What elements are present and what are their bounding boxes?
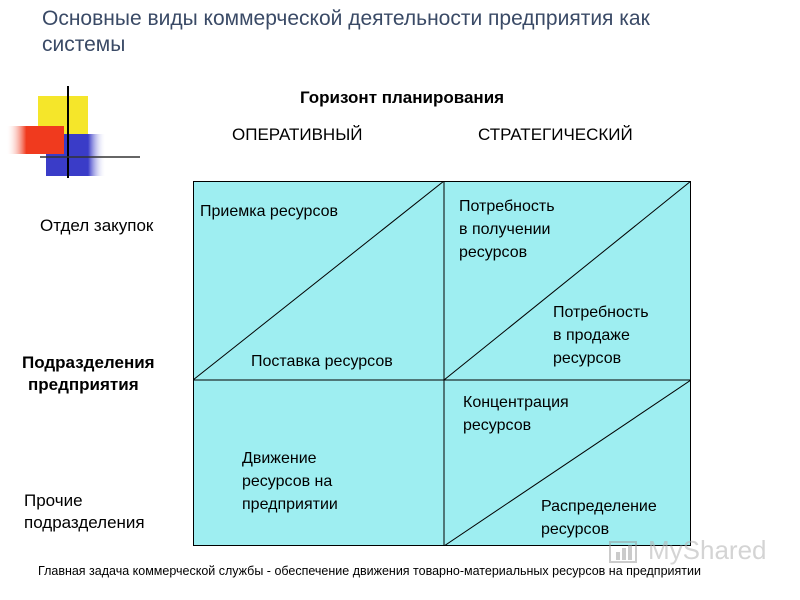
cell-concentration-line: Концентрация	[463, 394, 569, 411]
row-label-divisions: Подразделения предприятия	[22, 352, 155, 396]
row-label-divisions-line2: предприятия	[28, 375, 139, 394]
matrix-grid	[193, 181, 691, 546]
cell-need-obtaining-line: ресурсов	[459, 244, 528, 261]
matrix-background	[193, 181, 691, 546]
diagonal-top-right	[443, 181, 691, 381]
cell-need-obtaining-line: Потребность	[459, 198, 555, 215]
cell-distribution-line: Распределение	[541, 498, 657, 515]
cell-movement: Движение ресурсов на предприятии	[242, 447, 338, 516]
column-header-strategic: СТРАТЕГИЧЕСКИЙ	[478, 125, 633, 144]
cell-delivery-line: Поставка ресурсов	[251, 353, 393, 370]
page-title: Основные виды коммерческой деятельности …	[42, 7, 650, 56]
cell-delivery: Поставка ресурсов	[251, 350, 393, 373]
cell-concentration: Концентрация ресурсов	[463, 391, 569, 437]
row-label-other-line2: подразделения	[24, 513, 145, 532]
row-label-other-line1: Прочие	[24, 491, 83, 510]
cell-distribution: Распределение ресурсов	[541, 495, 657, 541]
cell-distribution-line: ресурсов	[541, 521, 610, 538]
row-label-purchasing: Отдел закупок	[40, 216, 154, 235]
watermark-logo-icon	[609, 541, 637, 563]
cell-acceptance: Приемка ресурсов	[200, 200, 338, 223]
cell-movement-line: предприятии	[242, 496, 338, 513]
cell-concentration-line: ресурсов	[463, 417, 532, 434]
cell-need-selling-line: Потребность	[553, 304, 649, 321]
cell-movement-line: ресурсов на	[242, 473, 333, 490]
footer-caption: Главная задача коммерческой службы - обе…	[38, 564, 701, 578]
cell-movement-line: Движение	[242, 450, 317, 467]
cell-need-selling: Потребность в продаже ресурсов	[553, 301, 649, 370]
cell-need-obtaining-line: в получении	[459, 221, 551, 238]
cell-acceptance-line: Приемка ресурсов	[200, 203, 339, 220]
cell-need-selling-line: в продаже	[553, 327, 630, 344]
planning-horizon-title: Горизонт планирования	[300, 88, 505, 107]
row-label-divisions-line1: Подразделения	[22, 353, 155, 372]
watermark-text: MyShared	[648, 535, 767, 565]
column-header-operational: ОПЕРАТИВНЫЙ	[232, 125, 363, 144]
cell-need-selling-line: ресурсов	[553, 350, 622, 367]
decorative-squares	[6, 86, 140, 178]
diagonal-bottom-right	[443, 379, 691, 546]
cell-need-obtaining: Потребность в получении ресурсов	[459, 195, 555, 264]
diagonal-top-left	[193, 181, 445, 381]
row-label-other: Прочие подразделения	[24, 490, 145, 534]
